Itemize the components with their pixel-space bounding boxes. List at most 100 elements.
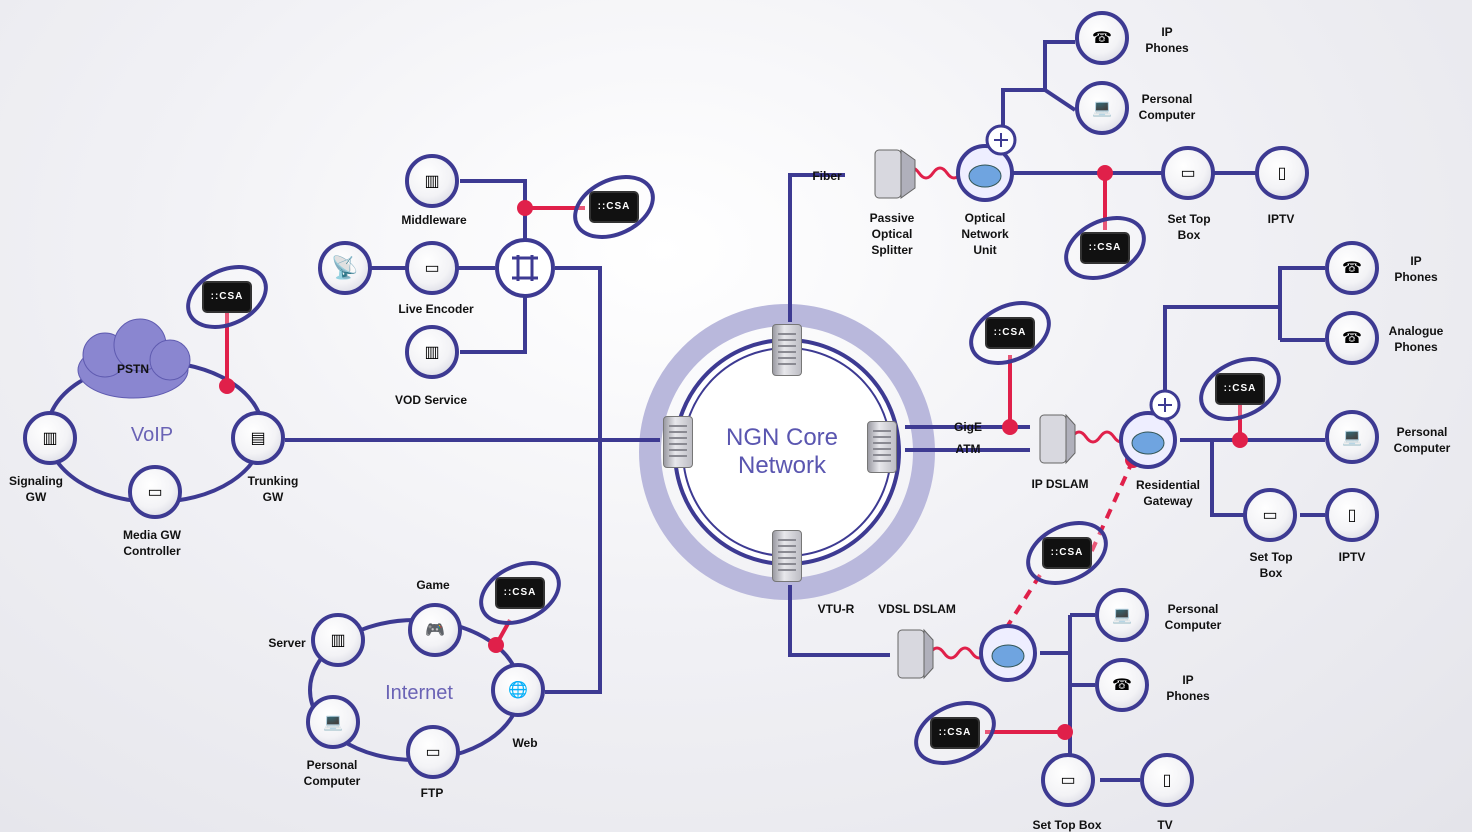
set-top-box-top-label: Set Top Box bbox=[1167, 212, 1211, 242]
set-top-box-icon: ▭ bbox=[1060, 772, 1076, 789]
internet-pc-node[interactable]: 💻 bbox=[306, 695, 360, 749]
internet-pc-label: Personal Computer bbox=[303, 758, 361, 788]
middleware-label: Middleware bbox=[401, 213, 467, 227]
iptv-mid-node[interactable]: ▯ bbox=[1325, 488, 1379, 542]
server-icon: ▥ bbox=[424, 344, 440, 361]
ngn-core-label: NGN Core Network bbox=[725, 424, 839, 479]
analogue-phones-label: Analogue Phones bbox=[1388, 324, 1444, 354]
set-top-box-top-node[interactable]: ▭ bbox=[1161, 146, 1215, 200]
server-label: Server bbox=[268, 636, 306, 650]
csa-probe-vdsl[interactable]: ::CSA bbox=[1015, 508, 1119, 598]
ip-phones-top-node[interactable]: ☎ bbox=[1075, 11, 1129, 65]
ip-phones-bottom-node[interactable]: ☎ bbox=[1095, 658, 1149, 712]
media-gw-controller-node[interactable]: ▭ bbox=[128, 465, 182, 519]
internet-server-node[interactable]: ▥ bbox=[311, 613, 365, 667]
csa-device-icon: ::CSA bbox=[1080, 232, 1130, 264]
encoder-icon: ▭ bbox=[424, 260, 440, 277]
ftp-label: FTP bbox=[420, 786, 444, 800]
csa-device-icon: ::CSA bbox=[1215, 373, 1265, 405]
tv-node[interactable]: ▯ bbox=[1140, 753, 1194, 807]
vdsl-dslam-label: VDSL DSLAM bbox=[878, 602, 956, 616]
live-encoder-node[interactable]: ▭ bbox=[405, 241, 459, 295]
iptv-top-node[interactable]: ▯ bbox=[1255, 146, 1309, 200]
laptop-icon: 💻 bbox=[323, 714, 343, 731]
core-server-bottom-icon bbox=[772, 530, 802, 582]
onu-router-icon bbox=[956, 144, 1014, 202]
core-server-right-icon bbox=[867, 421, 897, 473]
ip-dslam-icon bbox=[1039, 413, 1076, 465]
phone-icon: ☎ bbox=[1342, 330, 1362, 347]
csa-device-icon: ::CSA bbox=[495, 577, 545, 609]
pstn-label: PSTN bbox=[116, 362, 150, 376]
laptop-icon: 💻 bbox=[1112, 607, 1132, 624]
fiber-label: Fiber bbox=[812, 169, 842, 183]
antenna-icon: 📡 bbox=[331, 255, 359, 280]
controller-icon: ▭ bbox=[147, 484, 163, 501]
passive-optical-splitter-label: Passive Optical Splitter bbox=[869, 211, 915, 257]
web-label: Web bbox=[512, 736, 538, 750]
vdsl-router-icon bbox=[979, 624, 1037, 682]
csa-device-icon: ::CSA bbox=[985, 317, 1035, 349]
internet-label: Internet bbox=[385, 682, 453, 704]
pc-bottom-label: Personal Computer bbox=[1164, 602, 1222, 632]
csa-probe-gige[interactable]: ::CSA bbox=[958, 288, 1062, 378]
pc-top-node[interactable]: 💻 bbox=[1075, 81, 1129, 135]
server-icon: ▥ bbox=[330, 632, 346, 649]
atm-label: ATM bbox=[955, 442, 981, 456]
residential-gateway-router-icon bbox=[1119, 411, 1177, 469]
set-top-box-mid-node[interactable]: ▭ bbox=[1243, 488, 1297, 542]
csa-probe-internet[interactable]: ::CSA bbox=[468, 548, 572, 638]
live-encoder-label: Live Encoder bbox=[398, 302, 474, 316]
middleware-node[interactable]: ▥ bbox=[405, 154, 459, 208]
set-top-box-bottom-node[interactable]: ▭ bbox=[1041, 753, 1095, 807]
set-top-box-bottom-label: Set Top Box bbox=[1032, 818, 1102, 832]
laptop-icon: 💻 bbox=[1092, 100, 1112, 117]
web-node[interactable]: 🌐 bbox=[491, 663, 545, 717]
csa-probe-bottom[interactable]: ::CSA bbox=[903, 688, 1007, 778]
phone-icon: ☎ bbox=[1342, 260, 1362, 277]
switch-node-icon bbox=[495, 238, 555, 298]
pc-bottom-node[interactable]: 💻 bbox=[1095, 588, 1149, 642]
csa-probe-onu[interactable]: ::CSA bbox=[1053, 203, 1157, 293]
signaling-gw-node[interactable]: ▥ bbox=[23, 411, 77, 465]
tv-icon: ▯ bbox=[1347, 507, 1357, 524]
vod-service-label: VOD Service bbox=[394, 393, 468, 407]
drive-icon: ▭ bbox=[425, 744, 441, 761]
optical-network-unit-label: Optical Network Unit bbox=[961, 211, 1009, 257]
signaling-gw-label: Signaling GW bbox=[9, 474, 63, 504]
ip-phones-top-label: IP Phones bbox=[1145, 25, 1189, 55]
media-gw-controller-label: Media GW Controller bbox=[122, 528, 182, 558]
ftp-node[interactable]: ▭ bbox=[406, 725, 460, 779]
gige-label: GigE bbox=[953, 420, 983, 434]
pc-mid-node[interactable]: 💻 bbox=[1325, 410, 1379, 464]
analogue-phones-node[interactable]: ☎ bbox=[1325, 311, 1379, 365]
csa-probe-voip[interactable]: ::CSA bbox=[175, 252, 279, 342]
optical-splitter-icon bbox=[874, 149, 916, 199]
set-top-box-mid-label: Set Top Box bbox=[1249, 550, 1293, 580]
phone-icon: ☎ bbox=[1092, 30, 1112, 47]
trunking-gw-node[interactable]: ▤ bbox=[231, 411, 285, 465]
csa-probe-residential[interactable]: ::CSA bbox=[1188, 344, 1292, 434]
hub-icon-mid bbox=[1149, 389, 1181, 421]
core-server-top-icon bbox=[772, 324, 802, 376]
vod-service-node[interactable]: ▥ bbox=[405, 325, 459, 379]
voip-label: VoIP bbox=[130, 424, 174, 446]
pstn-cloud bbox=[77, 318, 191, 399]
tv-label: TV bbox=[1157, 818, 1173, 832]
iptv-top-label: IPTV bbox=[1267, 212, 1295, 226]
ip-phones-mid-node[interactable]: ☎ bbox=[1325, 241, 1379, 295]
antenna-node[interactable]: 📡 bbox=[318, 241, 372, 295]
game-node[interactable]: 🎮 bbox=[408, 603, 462, 657]
csa-probe-iptv[interactable]: ::CSA bbox=[562, 162, 666, 252]
csa-device-icon: ::CSA bbox=[202, 281, 252, 313]
csa-device-icon: ::CSA bbox=[930, 717, 980, 749]
pc-mid-label: Personal Computer bbox=[1393, 425, 1451, 455]
vdsl-dslam-icon bbox=[897, 628, 934, 680]
ip-dslam-label: IP DSLAM bbox=[1031, 477, 1089, 491]
vtu-r-label: VTU-R bbox=[817, 602, 855, 616]
residential-gateway-label: Residential Gateway bbox=[1135, 478, 1201, 508]
ip-phones-mid-label: IP Phones bbox=[1394, 254, 1438, 284]
globe-icon: 🌐 bbox=[508, 682, 528, 699]
set-top-box-icon: ▭ bbox=[1262, 507, 1278, 524]
